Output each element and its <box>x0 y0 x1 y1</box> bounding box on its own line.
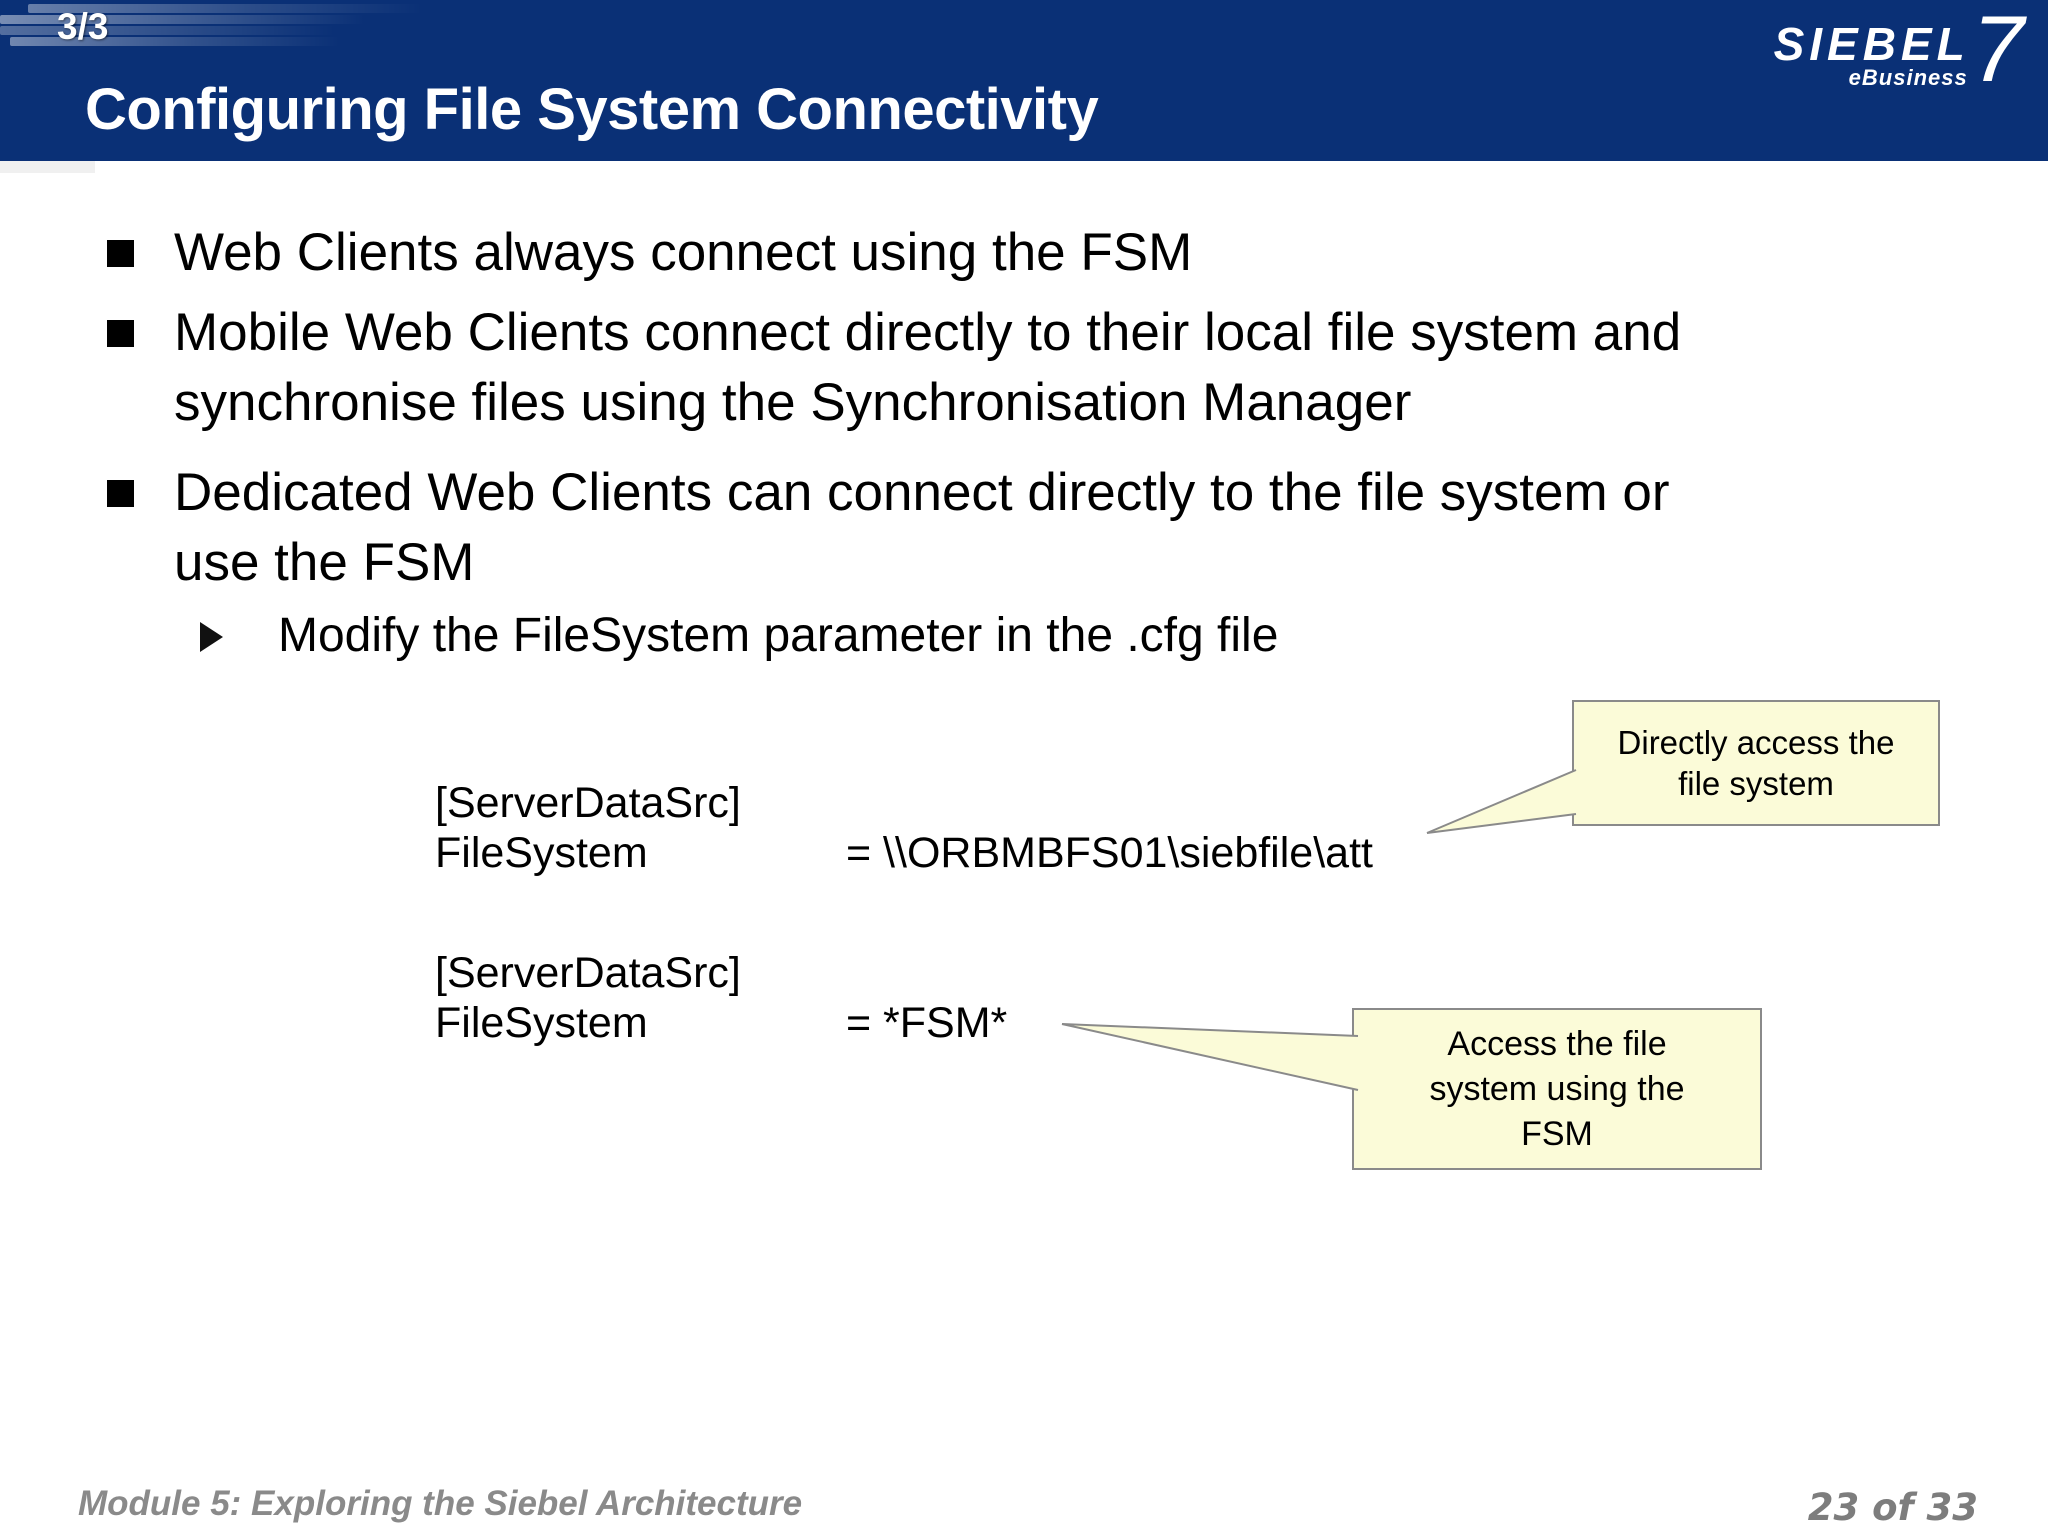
slide-progress-indicator: 3/3 <box>57 6 109 47</box>
config-section-header: [ServerDataSrc] <box>435 779 741 827</box>
callout-fsm-access: Access the file system using the FSM <box>1352 1008 1762 1170</box>
callout-text: Access the file <box>1447 1024 1667 1063</box>
config-param-value: = *FSM* <box>846 999 1008 1047</box>
bullet-text: Web Clients always connect using the FSM <box>174 223 1193 282</box>
footer-page-number: 23 of 33 <box>1807 1486 1978 1529</box>
decorative-stripe <box>0 26 335 35</box>
footer-module-title: Module 5: Exploring the Siebel Architect… <box>78 1484 803 1523</box>
callout-text: FSM <box>1521 1114 1593 1153</box>
header-shadow-artifact <box>0 161 95 173</box>
bullet-text: Mobile Web Clients connect directly to t… <box>174 303 1682 362</box>
callout-text: Directly access the <box>1617 724 1895 761</box>
config-snippet-direct: [ServerDataSrc] FileSystem = \\ORBMBFS01\… <box>435 778 1373 878</box>
callout-direct-access: Directly access the file system <box>1572 700 1940 826</box>
bullet-text: Dedicated Web Clients can connect direct… <box>174 463 1670 522</box>
config-param-value: = \\ORBMBFS01\siebfile\att <box>846 829 1373 877</box>
callout-text: file system <box>1678 765 1834 802</box>
sub-bullet-text: Modify the FileSystem parameter in the .… <box>278 609 1279 662</box>
decorative-stripe <box>10 37 340 46</box>
bullet-text: synchronise files using the Synchronisat… <box>174 373 1412 432</box>
logo-brand-text: SIEBEL <box>1773 18 1970 70</box>
config-param-name: FileSystem <box>435 999 648 1047</box>
config-section-header: [ServerDataSrc] <box>435 949 741 997</box>
config-param-name: FileSystem <box>435 829 648 877</box>
config-snippet-fsm: [ServerDataSrc] FileSystem = *FSM* <box>435 948 1007 1048</box>
square-bullet-icon <box>107 320 134 347</box>
triangle-bullet-icon <box>200 622 223 652</box>
square-bullet-icon <box>107 240 134 267</box>
siebel-logo: SIEBEL eBusiness 7 <box>1773 0 2024 101</box>
header-bar: 3/3 Configuring File System Connectivity… <box>0 0 2048 161</box>
decorative-stripe <box>0 15 365 24</box>
decorative-stripe <box>28 4 423 13</box>
page-title: Configuring File System Connectivity <box>85 77 1099 142</box>
logo-tagline-text: eBusiness <box>1848 65 1968 90</box>
callout-text: system using the <box>1429 1069 1685 1108</box>
square-bullet-icon <box>107 480 134 507</box>
logo-version-number: 7 <box>1971 0 2024 101</box>
bullet-text: use the FSM <box>174 533 475 592</box>
